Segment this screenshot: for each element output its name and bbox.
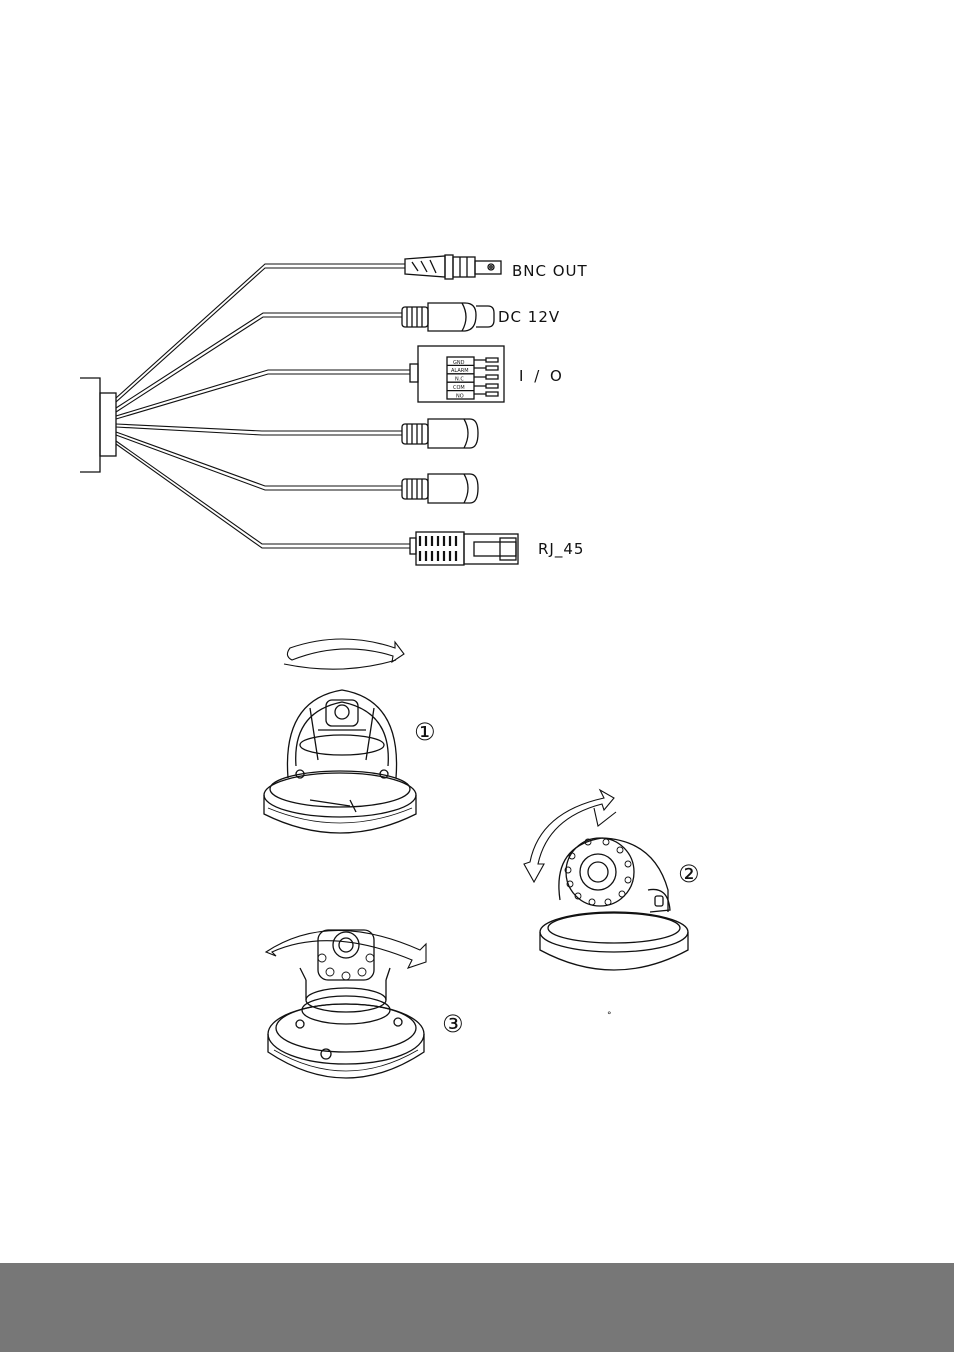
rj45-label: RJ_45 [538, 540, 584, 559]
bnc-connector [405, 255, 501, 279]
io-label: I / O [519, 367, 565, 385]
io-pin-alarm-label: ALARM [451, 368, 469, 374]
io-pin-nc-label: N.C [455, 377, 464, 383]
io-pin-gnd-label: GND [453, 360, 465, 366]
step-1-number: ① [414, 718, 436, 746]
dc-connector [402, 303, 494, 331]
footer-bar [0, 1263, 954, 1352]
audio-connector-1 [402, 419, 478, 448]
step-3-number: ③ [442, 1010, 464, 1038]
io-pin-no-label: NO [456, 394, 464, 400]
install-step-2-illustration [524, 790, 688, 970]
cable-wires [116, 264, 410, 548]
install-step-3-illustration [266, 930, 426, 1078]
camera-housing-stub [80, 378, 116, 472]
audio-connector-2 [402, 474, 478, 503]
step-2-number: ② [678, 860, 700, 888]
bnc-out-label: BNC OUT [512, 262, 588, 280]
dc-12v-label: DC 12V [498, 308, 560, 326]
stray-degree-mark: ° [607, 1011, 612, 1021]
rj45-connector [410, 532, 518, 565]
install-step-1-illustration [264, 639, 416, 833]
io-pin-com-label: COM [453, 385, 465, 391]
